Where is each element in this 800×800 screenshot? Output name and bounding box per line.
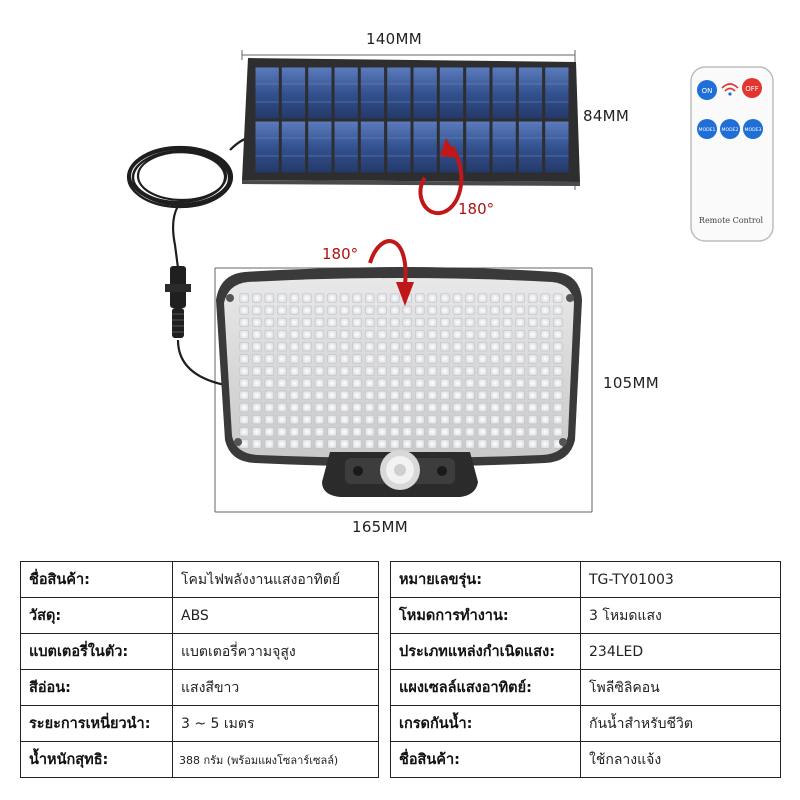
spec-value: 388 กรัม (พร้อมแผงโซลาร์เซลล์) — [172, 741, 379, 778]
wifi-icon — [721, 83, 739, 92]
table-row: แบตเตอรี่ในตัว: แบตเตอรี่ความจุสูง — [20, 633, 379, 670]
spec-key: ชื่อสินค้า: — [390, 741, 581, 778]
spec-value: TG-TY01003 — [580, 561, 781, 598]
spec-key: น้ำหนักสุทธิ: — [20, 741, 173, 778]
lamp-body — [216, 267, 582, 497]
table-row: ชื่อสินค้า: โคมไฟพลังงานแสงอาทิตย์ — [20, 561, 379, 598]
spec-table-right: หมายเลขรุ่น: TG-TY01003 โหมดการทำงาน: 3 … — [390, 561, 781, 778]
product-illustration: ON OFF MODE1 MODE2 MODE3 Remote Control — [126, 50, 774, 513]
remote-caption: Remote Control — [699, 216, 764, 225]
mode1-button — [697, 119, 717, 139]
spec-table-left: ชื่อสินค้า: โคมไฟพลังงานแสงอาทิตย์ วัสดุ… — [20, 561, 379, 778]
solar-panel — [242, 58, 580, 186]
lamp-rotation-label: 180° — [322, 245, 359, 263]
spec-key: แบตเตอรี่ในตัว: — [20, 633, 173, 670]
mode2-button — [720, 119, 740, 139]
spec-value: 3 โหมดแสง — [580, 597, 781, 634]
spec-value: กันน้ำสำหรับชีวิต — [580, 705, 781, 742]
panel-height-label: 84MM — [583, 107, 630, 125]
table-row: เกรดกันน้ำ: กันน้ำสำหรับชีวิต — [390, 705, 781, 742]
spec-key: สีอ่อน: — [20, 669, 173, 706]
spec-key: โหมดการทำงาน: — [390, 597, 581, 634]
mode1-label: MODE1 — [699, 127, 716, 133]
cable-coil — [126, 136, 249, 387]
table-row: สีอ่อน: แสงสีขาว — [20, 669, 379, 706]
spec-key: วัสดุ: — [20, 597, 173, 634]
spec-value: ABS — [172, 597, 379, 634]
table-row: น้ำหนักสุทธิ: 388 กรัม (พร้อมแผงโซลาร์เซ… — [20, 741, 379, 778]
on-button — [697, 80, 717, 100]
spec-key: ระยะการเหนี่ยวนำ: — [20, 705, 173, 742]
table-row: โหมดการทำงาน: 3 โหมดแสง — [390, 597, 781, 634]
table-row: วัสดุ: ABS — [20, 597, 379, 634]
spec-value: ใช้กลางแจ้ง — [580, 741, 781, 778]
spec-key: ประเภทแหล่งกำเนิดแสง: — [390, 633, 581, 670]
spec-key: หมายเลขรุ่น: — [390, 561, 581, 598]
lamp-width-label: 165MM — [352, 518, 409, 536]
table-row: ระยะการเหนี่ยวนำ: 3 ~ 5 เมตร — [20, 705, 379, 742]
remote-control: ON OFF MODE1 MODE2 MODE3 Remote Control — [690, 66, 774, 242]
mode3-button — [743, 119, 763, 139]
off-label: OFF — [745, 85, 759, 93]
spec-value: 3 ~ 5 เมตร — [172, 705, 379, 742]
spec-key: ชื่อสินค้า: — [20, 561, 173, 598]
cable-connector — [165, 266, 191, 338]
mode3-label: MODE3 — [745, 127, 762, 133]
lamp-height-label: 105MM — [603, 374, 660, 392]
spec-value: 234LED — [580, 633, 781, 670]
on-label: ON — [702, 87, 713, 95]
panel-width-label: 140MM — [366, 30, 423, 48]
off-button — [742, 78, 762, 98]
panel-rotation-arrow — [418, 138, 464, 216]
spec-value: แสงสีขาว — [172, 669, 379, 706]
panel-rotation-label: 180° — [458, 200, 495, 218]
spec-key: แผงเซลล์แสงอาทิตย์: — [390, 669, 581, 706]
spec-value: โพลีซิลิคอน — [580, 669, 781, 706]
mode2-label: MODE2 — [722, 127, 739, 133]
table-row: หมายเลขรุ่น: TG-TY01003 — [390, 561, 781, 598]
table-row: แผงเซลล์แสงอาทิตย์: โพลีซิลิคอน — [390, 669, 781, 706]
spec-key: เกรดกันน้ำ: — [390, 705, 581, 742]
spec-value: แบตเตอรี่ความจุสูง — [172, 633, 379, 670]
table-row: ชื่อสินค้า: ใช้กลางแจ้ง — [390, 741, 781, 778]
table-row: ประเภทแหล่งกำเนิดแสง: 234LED — [390, 633, 781, 670]
spec-value: โคมไฟพลังงานแสงอาทิตย์ — [172, 561, 379, 598]
lamp-rotation-arrow — [368, 239, 414, 306]
